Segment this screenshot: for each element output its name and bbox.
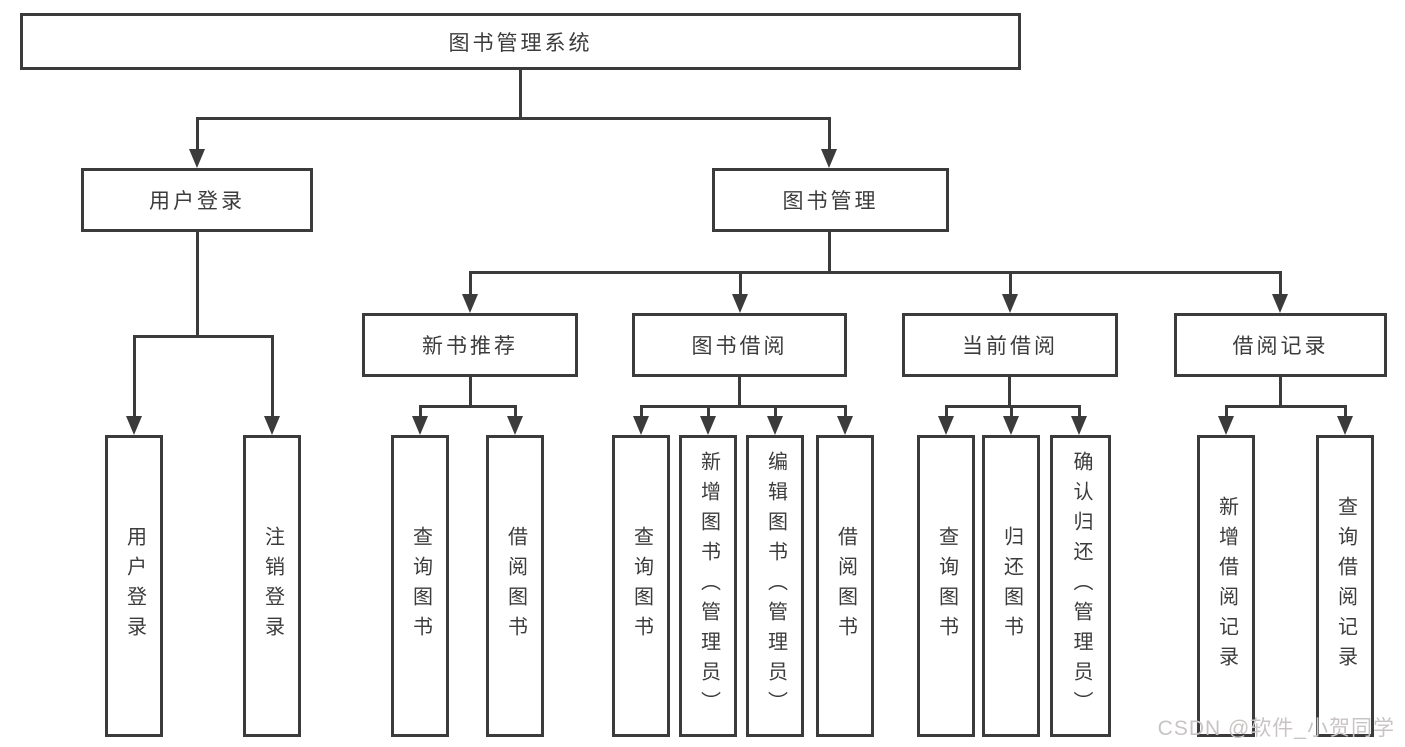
leaf-confirm-return-admin: 确认归还（管理员） — [1050, 435, 1111, 737]
arrowhead-down-icon — [1071, 416, 1087, 435]
connector-line — [738, 377, 741, 408]
connector-line — [1009, 271, 1012, 298]
leaf-label: 查询图书 — [409, 526, 432, 646]
connector-line — [419, 405, 422, 419]
leaf-borrow-books-1: 借阅图书 — [486, 435, 544, 737]
arrowhead-down-icon — [264, 416, 280, 435]
arrowhead-down-icon — [462, 294, 478, 313]
arrowhead-down-icon — [837, 416, 853, 435]
connector-line — [469, 377, 472, 408]
connector-line — [133, 335, 136, 423]
connector-line — [196, 232, 199, 338]
arrowhead-down-icon — [767, 416, 783, 435]
connector-line — [1279, 271, 1282, 298]
connector-line — [739, 271, 742, 298]
connector-line — [707, 405, 710, 419]
connector-line — [133, 335, 274, 338]
leaf-label: 借阅图书 — [504, 526, 527, 646]
connector-line — [469, 271, 1282, 274]
leaf-add-borrow-record: 新增借阅记录 — [1197, 435, 1255, 737]
arrowhead-down-icon — [700, 416, 716, 435]
connector-line — [469, 271, 472, 298]
connector-line — [1279, 377, 1282, 408]
connector-line — [640, 405, 846, 408]
connector-line — [519, 70, 522, 120]
node-book-borrowing: 图书借阅 — [632, 313, 847, 377]
leaf-logout: 注销登录 — [243, 435, 301, 737]
connector-line — [844, 405, 847, 419]
arrowhead-down-icon — [412, 416, 428, 435]
connector-line — [419, 405, 517, 408]
connector-line — [1078, 405, 1081, 419]
connector-line — [1010, 405, 1013, 419]
leaf-label: 查询图书 — [630, 526, 653, 646]
leaf-label: 归还图书 — [1000, 526, 1023, 646]
arrowhead-down-icon — [189, 149, 205, 168]
connector-line — [1225, 405, 1346, 408]
arrowhead-down-icon — [633, 416, 649, 435]
leaf-label: 查询借阅记录 — [1334, 496, 1357, 676]
leaf-user-login: 用户登录 — [105, 435, 163, 737]
arrowhead-down-icon — [126, 416, 142, 435]
arrowhead-down-icon — [1218, 416, 1234, 435]
leaf-query-books-3: 查询图书 — [917, 435, 975, 737]
leaf-label: 编辑图书（管理员） — [764, 451, 787, 721]
node-label: 用户登录 — [149, 190, 245, 213]
leaf-label: 新增借阅记录 — [1215, 496, 1238, 676]
connector-line — [828, 117, 831, 153]
leaf-query-borrow-record: 查询借阅记录 — [1316, 435, 1374, 737]
arrowhead-down-icon — [507, 416, 523, 435]
arrowhead-down-icon — [1272, 294, 1288, 313]
connector-line — [945, 405, 948, 419]
connector-line — [1008, 377, 1011, 408]
leaf-label: 注销登录 — [261, 526, 284, 646]
arrowhead-down-icon — [821, 149, 837, 168]
leaf-label: 用户登录 — [123, 526, 146, 646]
arrowhead-down-icon — [732, 294, 748, 313]
connector-line — [1225, 405, 1228, 419]
node-label: 当前借阅 — [962, 335, 1058, 358]
node-current-borrowing: 当前借阅 — [902, 313, 1118, 377]
node-label: 新书推荐 — [422, 335, 518, 358]
connector-line — [271, 335, 274, 423]
leaf-borrow-books-2: 借阅图书 — [816, 435, 874, 737]
node-library-management-system: 图书管理系统 — [20, 13, 1021, 70]
connector-line — [196, 117, 199, 153]
arrowhead-down-icon — [1003, 416, 1019, 435]
node-label: 图书管理系统 — [448, 31, 593, 55]
leaf-label: 新增图书（管理员） — [697, 451, 720, 721]
leaf-query-books-2: 查询图书 — [612, 435, 670, 737]
connector-line — [828, 232, 831, 274]
arrowhead-down-icon — [938, 416, 954, 435]
connector-line — [1344, 405, 1347, 419]
leaf-query-books-1: 查询图书 — [391, 435, 449, 737]
connector-line — [196, 117, 831, 120]
leaf-label: 借阅图书 — [834, 526, 857, 646]
node-label: 图书借阅 — [691, 335, 788, 358]
arrowhead-down-icon — [1002, 294, 1018, 313]
leaf-label: 确认归还（管理员） — [1070, 451, 1092, 721]
leaf-return-books: 归还图书 — [982, 435, 1040, 737]
arrowhead-down-icon — [1337, 416, 1353, 435]
node-book-management: 图书管理 — [712, 168, 949, 232]
connector-line — [774, 405, 777, 419]
leaf-edit-books-admin: 编辑图书（管理员） — [746, 435, 804, 737]
node-label: 图书管理 — [782, 190, 879, 213]
leaf-label: 查询图书 — [935, 526, 958, 646]
leaf-add-books-admin: 新增图书（管理员） — [679, 435, 737, 737]
connector-line — [640, 405, 643, 419]
node-label: 借阅记录 — [1232, 335, 1329, 358]
connector-line — [514, 405, 517, 419]
node-user-login: 用户登录 — [81, 168, 313, 232]
node-new-book-recommend: 新书推荐 — [362, 313, 578, 377]
node-borrowing-records: 借阅记录 — [1174, 313, 1387, 377]
